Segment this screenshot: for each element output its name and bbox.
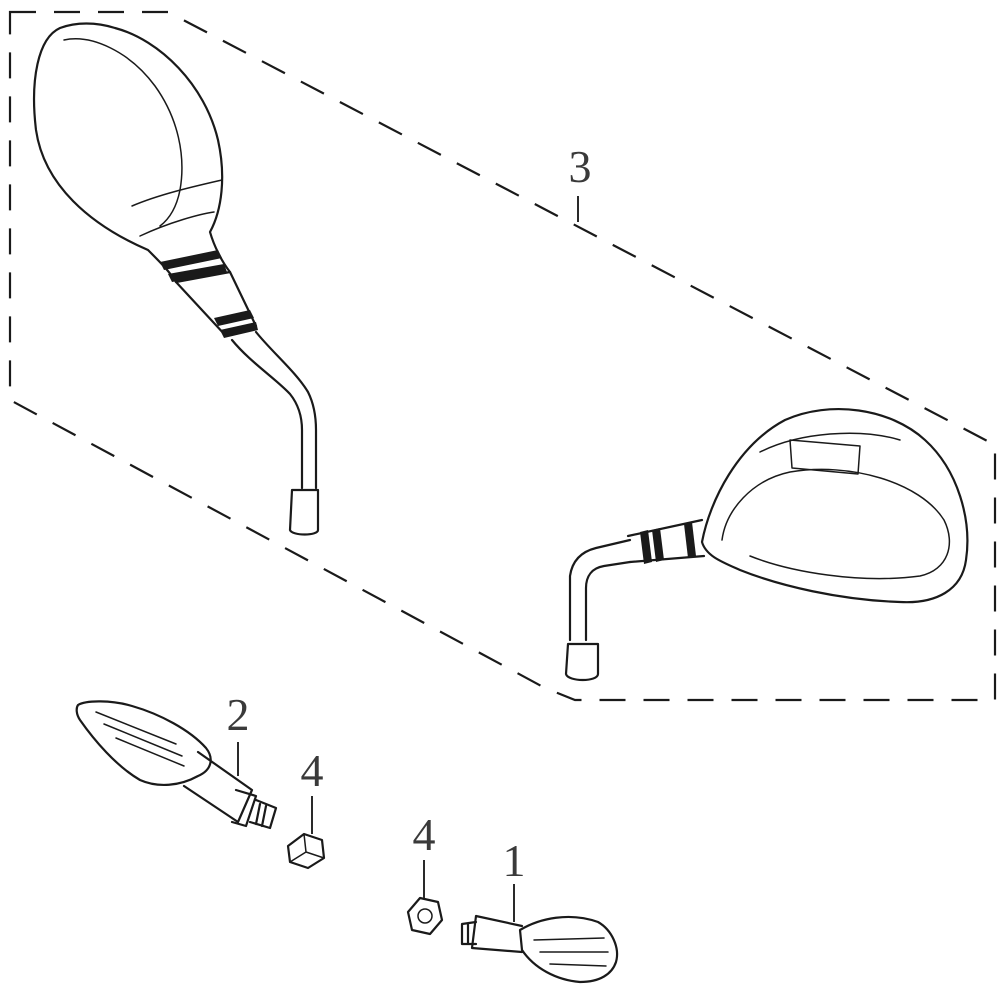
right-mirror-collar-band-3: [684, 522, 696, 558]
right-mirror: [564, 408, 969, 682]
right-turn-signal-lens-ribs: [533, 937, 609, 967]
nut-right-thread-hole: [417, 908, 433, 924]
left-mirror-housing-seam: [131, 179, 223, 207]
right-mirror-glass-edge: [721, 468, 951, 580]
right-mirror-collar-band-1: [640, 530, 652, 564]
nut-right-hex: [406, 896, 444, 936]
part-label-4a: 4: [301, 745, 324, 796]
part-label-3: 3: [569, 141, 592, 192]
right-mirror-housing-seam: [759, 432, 901, 453]
left-mirror: [33, 22, 320, 536]
right-mirror-stem-cap: [564, 642, 600, 682]
right-turn-signal-body: [470, 914, 524, 954]
left-mirror-collar-band-lower: [214, 310, 254, 326]
left-turn-signal: [75, 700, 278, 830]
left-turn-signal-collar: [230, 788, 258, 828]
part-label-4b: 4: [413, 809, 436, 860]
part-label-2: 2: [227, 689, 250, 740]
left-turn-signal-body: [182, 750, 254, 824]
right-turn-signal-lens-housing: [518, 915, 619, 984]
left-turn-signal-lens-ribs: [95, 711, 185, 767]
left-mirror-collar-band-upper: [160, 250, 222, 270]
right-mirror-housing: [700, 408, 969, 604]
left-turn-signal-lens-housing: [75, 700, 212, 786]
left-mirror-glass-edge: [63, 38, 183, 227]
left-mirror-collar-band-bottom: [220, 322, 258, 338]
left-turn-signal-threaded-bolt: [248, 798, 278, 830]
right-turn-signal: [460, 914, 619, 984]
right-mirror-lamp-window: [789, 439, 861, 475]
left-mirror-collar-band-middle: [168, 264, 227, 282]
right-mirror-collar-band-2: [652, 528, 664, 562]
nut-right: [406, 896, 444, 936]
nut-left: [286, 832, 326, 870]
left-mirror-housing: [33, 22, 232, 284]
part-label-1: 1: [503, 835, 526, 886]
left-mirror-stem-cap: [288, 488, 320, 536]
right-mirror-stem: [568, 538, 632, 642]
left-mirror-housing-lower-seam: [139, 211, 215, 237]
mirror-assembly-dashed-outline: [8, 10, 997, 702]
left-mirror-stem: [230, 330, 318, 490]
nut-left-face: [289, 833, 325, 863]
right-turn-signal-threaded-bolt: [460, 920, 478, 946]
